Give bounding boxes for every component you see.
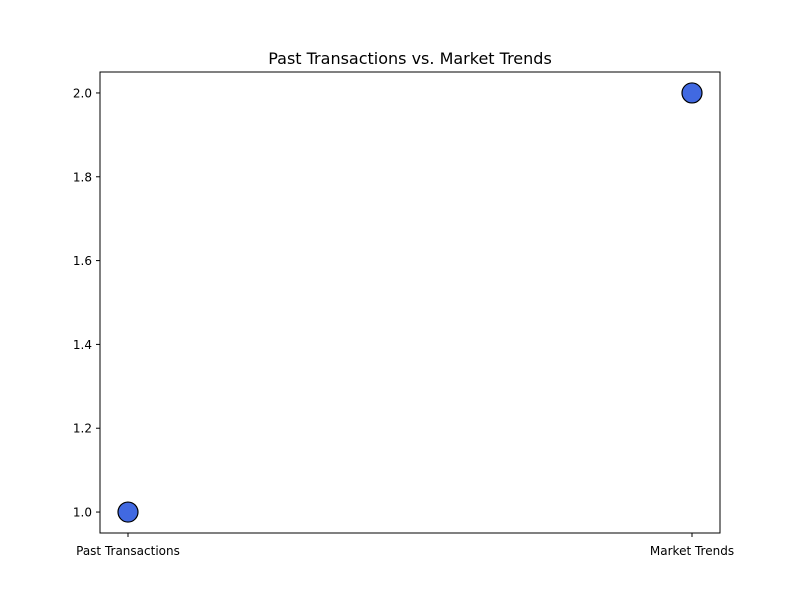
x-tick-label: Market Trends (650, 544, 734, 558)
scatter-point (117, 501, 139, 523)
y-tick-label: 1.6 (73, 254, 92, 268)
x-tick-label: Past Transactions (76, 544, 180, 558)
y-tick-label: 1.2 (73, 422, 92, 436)
y-tick-label: 2.0 (73, 86, 92, 100)
plot-area-frame (99, 71, 721, 534)
x-axis: Past Transactions Market Trends (76, 533, 734, 558)
y-tick-label: 1.0 (73, 506, 92, 520)
scatter-point (681, 82, 703, 104)
chart-title: Past Transactions vs. Market Trends (268, 49, 552, 68)
y-axis: 1.0 1.2 1.4 1.6 1.8 2.0 (73, 86, 100, 520)
y-tick-label: 1.8 (73, 170, 92, 184)
y-tick-label: 1.4 (73, 338, 92, 352)
data-series (117, 82, 703, 523)
